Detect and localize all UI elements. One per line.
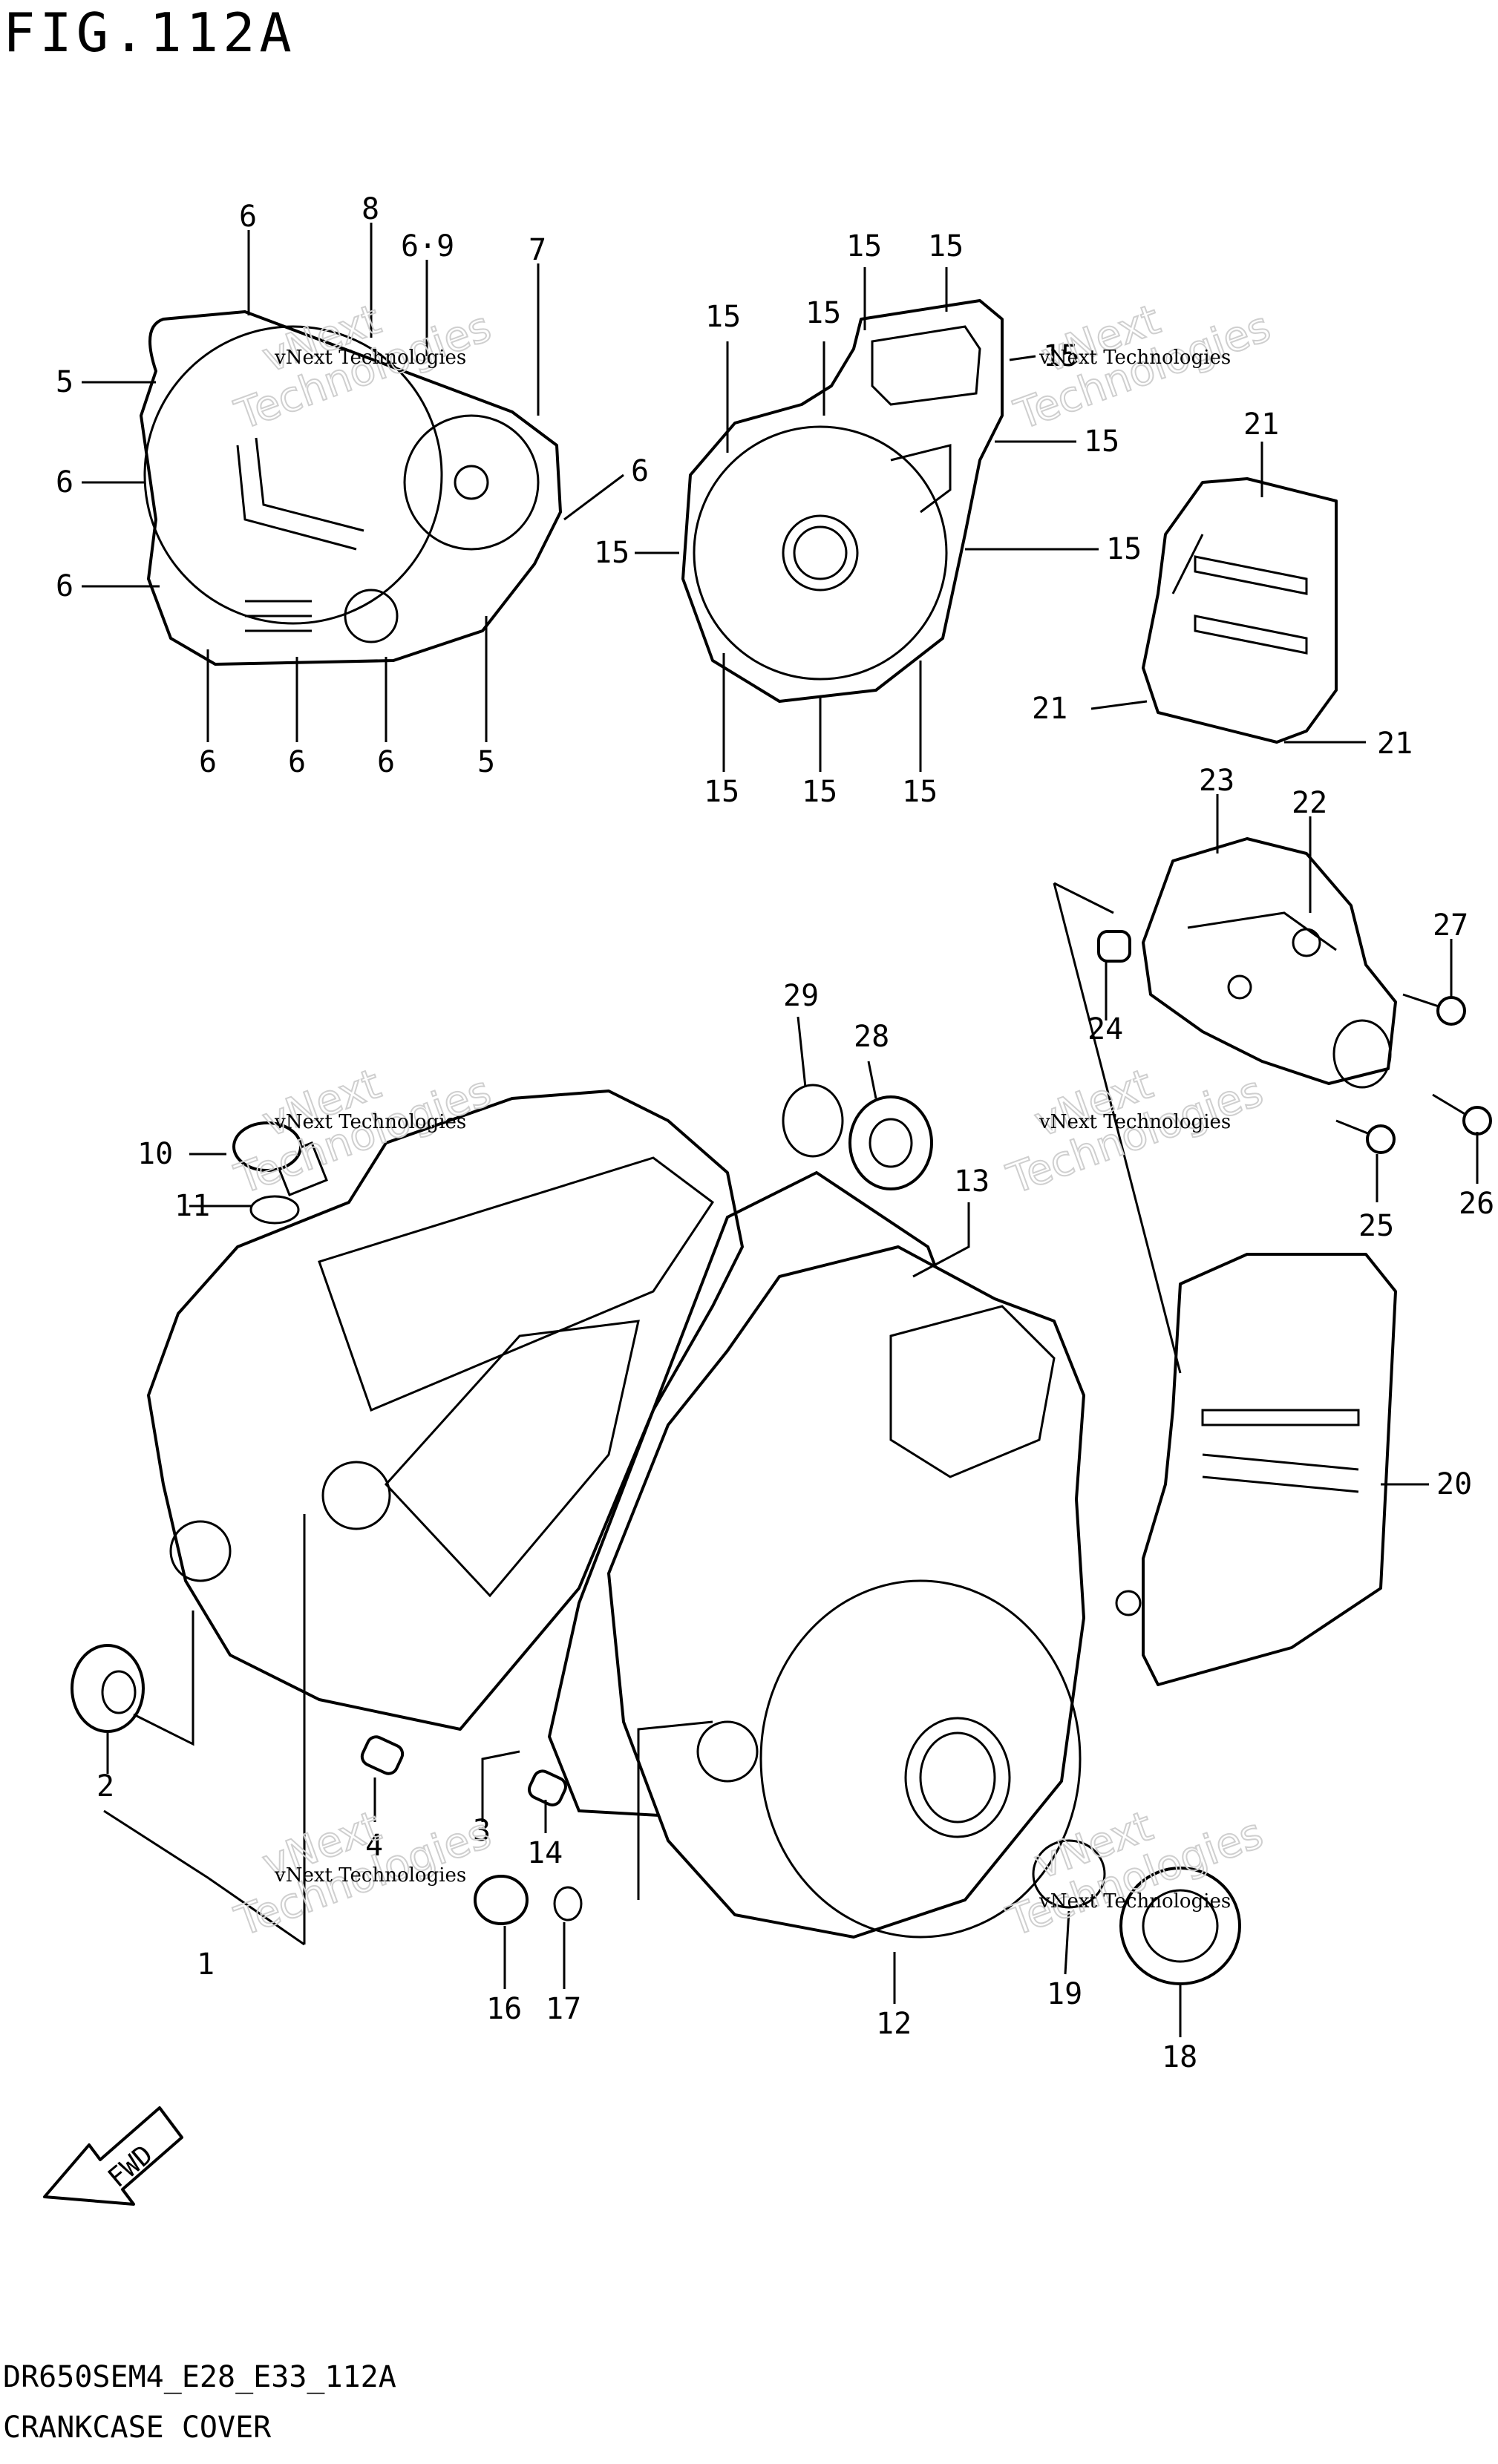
callout-13: 13 (954, 1164, 990, 1199)
callout-28: 28 (854, 1020, 889, 1054)
callout-6: 6 (56, 569, 73, 603)
section-name: CRANKCASE COVER (3, 2411, 272, 2445)
callout-10: 10 (137, 1137, 173, 1171)
callout-6: 6 (199, 745, 217, 779)
callout-27: 27 (1433, 908, 1468, 943)
callout-21: 21 (1377, 727, 1413, 761)
callout-4: 4 (365, 1829, 383, 1863)
callout-14: 14 (527, 1836, 563, 1870)
callout-17: 17 (546, 1992, 581, 2026)
generator-cover[interactable] (681, 299, 1004, 703)
clutch-cover[interactable] (140, 310, 562, 666)
callout-15: 15 (846, 229, 882, 263)
svg-text:vNext Technologies: vNext Technologies (274, 1111, 466, 1133)
callout-22: 22 (1292, 786, 1327, 820)
callout-18: 18 (1162, 2040, 1197, 2074)
callout-12: 12 (876, 2007, 912, 2041)
figure-title: FIG.112A (3, 1, 296, 64)
callout-20: 20 (1436, 1467, 1472, 1501)
callout-labels: 6 8 6·9 7 5 6 6 6 6 6 6 5 15 15 15 15 15… (56, 192, 1494, 2074)
callout-25: 25 (1358, 1209, 1394, 1243)
leader-lines (82, 223, 1479, 2037)
callout-26: 26 (1459, 1187, 1494, 1221)
callout-11: 11 (174, 1189, 210, 1223)
seal-28-29[interactable] (782, 1084, 933, 1190)
callout-15: 15 (1043, 339, 1079, 373)
oil-filler-cap-10[interactable] (232, 1121, 302, 1225)
callout-5: 5 (56, 365, 73, 399)
svg-text:vNext Technologies: vNext Technologies (274, 347, 466, 369)
callout-15: 15 (902, 775, 938, 809)
dowel-pins[interactable] (359, 930, 1131, 1808)
callout-16: 16 (486, 1992, 522, 2026)
svg-text:vNext Technologies: vNext Technologies (1039, 1111, 1231, 1133)
callout-2: 2 (97, 1769, 114, 1803)
bolts-25-26-27[interactable] (1335, 993, 1492, 1154)
callout-19: 19 (1047, 1977, 1082, 2011)
svg-text:vNext Technologies: vNext Technologies (274, 1864, 466, 1887)
model-code: DR650SEM4_E28_E33_112A (3, 2360, 396, 2394)
svg-text:vNext Technologies: vNext Technologies (1039, 1890, 1231, 1913)
callout-21: 21 (1243, 407, 1279, 442)
svg-text:vNext Technologies: vNext Technologies (1039, 347, 1231, 369)
callout-5: 5 (477, 745, 495, 779)
callout-1: 1 (197, 1947, 215, 1982)
callout-24: 24 (1087, 1012, 1123, 1046)
forward-arrow: FWD (43, 2106, 183, 2206)
callout-15: 15 (802, 775, 837, 809)
clutch-release-housing[interactable] (1142, 837, 1397, 1089)
callout-3: 3 (473, 1814, 491, 1848)
callout-6: 6 (631, 454, 649, 488)
callout-15: 15 (704, 775, 739, 809)
callout-15: 15 (1084, 425, 1119, 459)
callout-15: 15 (805, 296, 841, 330)
callout-15: 15 (705, 300, 741, 334)
callout-15: 15 (928, 229, 964, 263)
plug-2[interactable] (71, 1644, 145, 1733)
callout-6: 6 (288, 745, 306, 779)
crankcase[interactable] (147, 1090, 744, 1731)
callout-8: 8 (362, 192, 379, 226)
callout-6: 6 (377, 745, 395, 779)
callout-23: 23 (1199, 764, 1234, 798)
plug-16-17[interactable] (474, 1875, 583, 1925)
sprocket-cover[interactable] (1115, 1253, 1397, 1686)
callout-6: 6 (239, 200, 257, 234)
callout-7: 7 (529, 233, 546, 267)
crankcase-cover[interactable] (607, 1245, 1085, 1939)
callout-15: 15 (594, 536, 629, 570)
callout-15: 15 (1106, 532, 1142, 566)
callout-6-9: 6·9 (401, 229, 454, 263)
callout-6: 6 (56, 465, 73, 499)
sprocket-cover-top[interactable] (1142, 477, 1338, 744)
callout-21: 21 (1032, 692, 1067, 726)
cap-18-19[interactable] (1032, 1839, 1241, 1985)
callout-29: 29 (783, 979, 819, 1013)
